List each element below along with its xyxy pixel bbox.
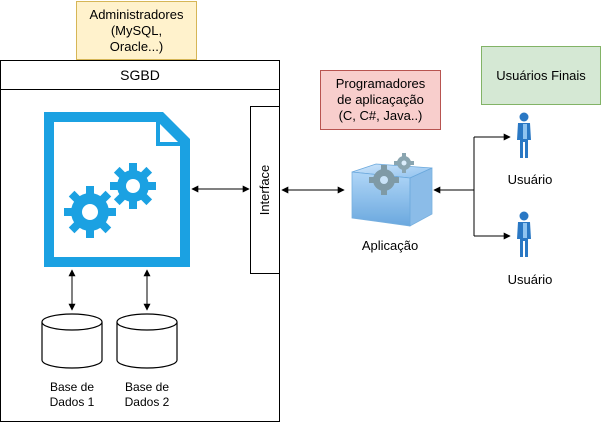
database-1-label: Base de Dados 1 — [37, 380, 107, 410]
database-icon — [41, 313, 103, 369]
sgbd-header: SGBD — [0, 60, 280, 90]
database-icon — [116, 313, 178, 369]
application-label: Aplicação — [361, 238, 419, 253]
user-icon — [517, 211, 531, 257]
user-2-label: Usuário — [507, 272, 553, 287]
administrators-title: Administradores — [89, 6, 184, 22]
user-1-label: Usuário — [507, 172, 553, 187]
database-2-label-line1: Base de — [124, 380, 170, 394]
database-1-label-line1: Base de — [49, 380, 95, 394]
database-1-label-line2: Dados 1 — [49, 395, 95, 409]
database-2-label: Base de Dados 2 — [112, 380, 182, 410]
interface-box — [250, 106, 280, 274]
application-cube-icon — [351, 153, 433, 227]
programmers-line3: (C, C#, Java..) — [338, 108, 423, 123]
programmers-line2: de aplicaçação — [337, 92, 424, 107]
programmers-note: Programadores de aplicaçação (C, C#, Jav… — [320, 70, 441, 130]
administrators-note: Administradores (MySQL, Oracle...) — [76, 1, 197, 60]
administrators-line3: Oracle...) — [109, 38, 164, 54]
end-users-label: Usuários Finais — [496, 67, 586, 83]
programmers-title: Programadores — [335, 76, 426, 91]
sgbd-title: SGBD — [120, 67, 160, 83]
document-gears-icon — [44, 112, 190, 267]
user-icon — [517, 112, 531, 158]
database-2-label-line2: Dados 2 — [124, 395, 170, 409]
end-users-note: Usuários Finais — [481, 46, 601, 105]
administrators-line2: (MySQL, — [110, 22, 163, 38]
